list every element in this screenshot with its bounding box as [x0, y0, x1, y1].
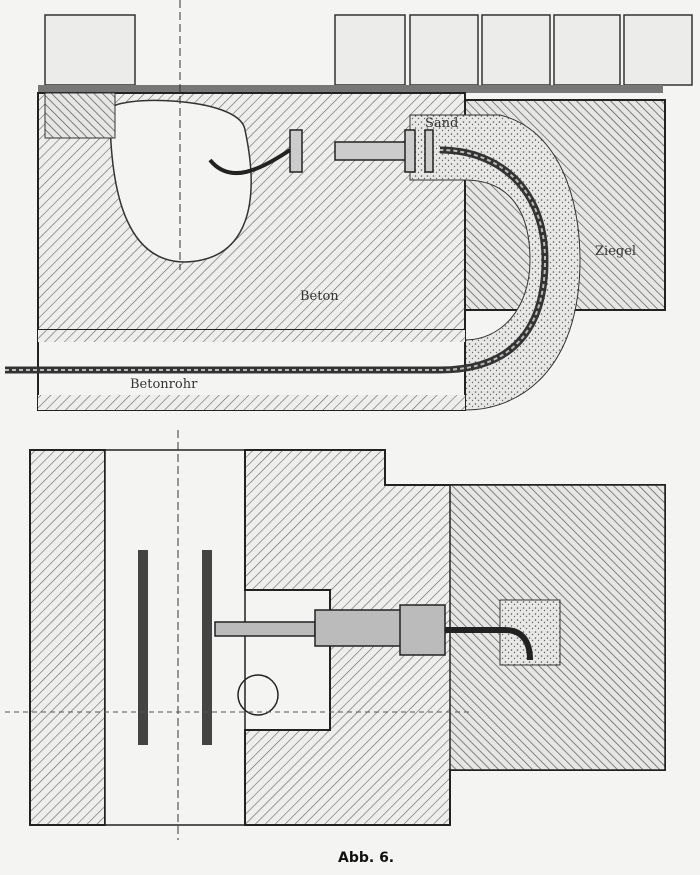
top-slab [38, 85, 663, 93]
label-concrete: Beton [300, 289, 339, 304]
paving-stones [44, 14, 693, 86]
rail-right [202, 550, 212, 745]
label-sand: Sand [425, 116, 458, 131]
rail-left [138, 550, 148, 745]
rail-channel [104, 449, 246, 826]
manhole-circle [237, 674, 279, 716]
label-brick: Ziegel [595, 244, 636, 259]
section-view: Sand Ziegel Beton Betonrohr [5, 0, 693, 411]
sand-fill [409, 114, 581, 411]
rail-support [44, 92, 116, 139]
figure-caption: Abb. 6. [338, 850, 394, 866]
pipe-plan [214, 604, 533, 661]
pipe-coupling [208, 129, 434, 176]
label-concrete-pipe: Betonrohr [130, 377, 198, 392]
channel-floor [38, 395, 465, 410]
left-wall [29, 449, 106, 826]
plan-view [5, 430, 666, 840]
channel-ceiling [38, 330, 465, 342]
